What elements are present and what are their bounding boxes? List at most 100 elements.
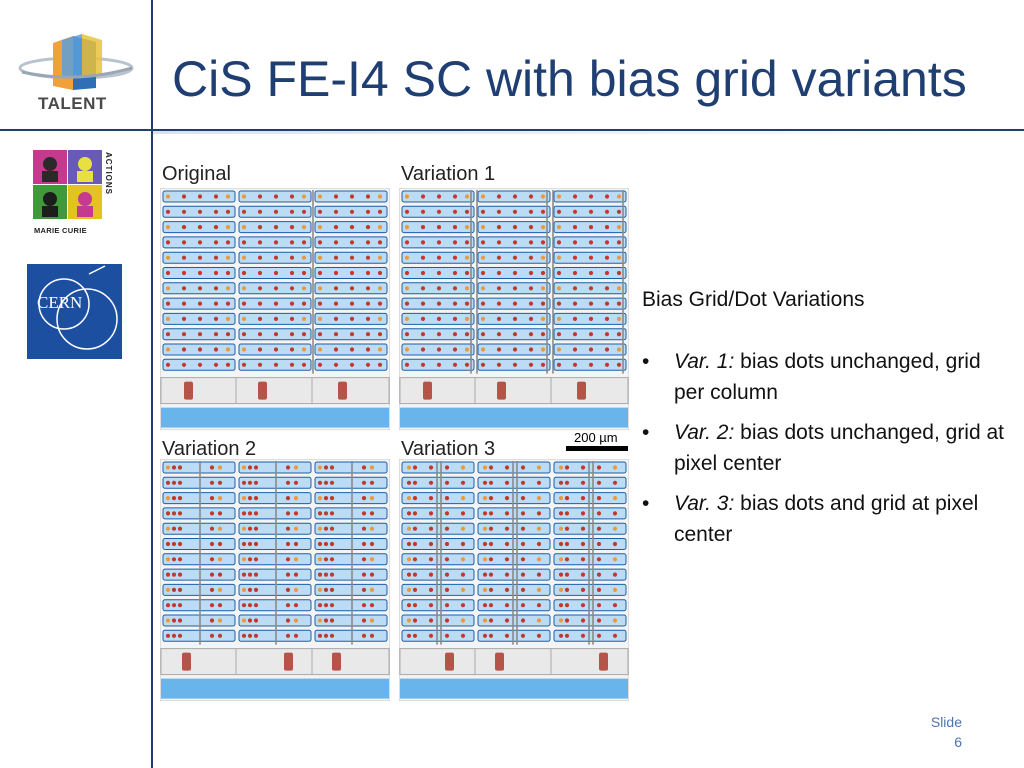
bias-dot [317, 618, 323, 623]
bias-dot [572, 286, 578, 291]
bias-dot [171, 496, 177, 501]
bias-dot [564, 618, 570, 623]
bias-dot [520, 618, 526, 623]
bias-dot [558, 618, 564, 623]
bias-dot [293, 572, 299, 577]
bias-dot [460, 603, 466, 608]
bias-dot [377, 286, 383, 291]
bias-dot [361, 541, 367, 547]
bond-pad-region [160, 377, 390, 405]
bias-dot [572, 255, 578, 260]
bias-dot [317, 511, 323, 516]
bias-dot [177, 480, 183, 485]
bias-dot [512, 240, 518, 245]
bias-dot [428, 496, 434, 501]
pixel-cell [477, 476, 551, 489]
bias-dot [558, 541, 564, 547]
bias-dot [225, 194, 231, 199]
pixel-cell [401, 522, 475, 535]
bias-dot [273, 270, 279, 276]
bias-dot [428, 541, 434, 547]
bias-dot [369, 480, 375, 485]
pixel-cell [238, 476, 312, 489]
bias-dot [488, 496, 494, 501]
bias-dot [612, 587, 618, 592]
bias-dot [247, 511, 253, 516]
bias-dot [257, 209, 263, 214]
bias-dot [247, 480, 253, 485]
bias-dot [528, 301, 534, 306]
bias-dot [504, 541, 510, 547]
bias-dot [444, 496, 450, 501]
bias-dot [217, 587, 223, 592]
bias-dot [412, 557, 418, 562]
bias-dot [444, 557, 450, 562]
bias-dot [496, 362, 502, 367]
bias-dot [247, 557, 253, 562]
bias-dot [540, 270, 546, 276]
bias-dot [480, 194, 486, 199]
pixel-cell [162, 629, 236, 642]
bias-dot [460, 496, 466, 501]
bias-dot [273, 301, 279, 306]
bias-dot [177, 511, 183, 516]
bias-dot [482, 541, 488, 547]
bias-dot [273, 332, 279, 337]
bias-dot [460, 587, 466, 592]
bias-dot [301, 194, 307, 199]
bias-dot [488, 603, 494, 608]
pixel-cell [238, 522, 312, 535]
bias-dot [165, 347, 171, 352]
bias-dot [520, 541, 526, 547]
bias-dot [540, 316, 546, 321]
bias-dot [217, 572, 223, 577]
bias-dot [460, 480, 466, 485]
bias-dot [317, 603, 323, 608]
panel-original [159, 187, 391, 431]
bullet-text: bias dots and grid at pixel center [674, 492, 979, 546]
bias-dot [452, 255, 458, 260]
bias-dot [323, 618, 329, 623]
bias-dot [420, 301, 426, 306]
bias-dot [420, 316, 426, 321]
slide-number: 6 [954, 734, 962, 750]
bias-dot [181, 255, 187, 260]
guard-ring-bar [400, 407, 628, 428]
bias-dot [406, 511, 412, 516]
bias-dot [217, 465, 223, 470]
bias-dot [247, 465, 253, 470]
pixel-cell [238, 553, 312, 566]
bias-dot [580, 526, 586, 531]
talent-logo [18, 34, 134, 90]
bias-dot [480, 255, 486, 260]
bias-dot [317, 480, 323, 485]
bias-dot [253, 633, 259, 638]
bias-dot [361, 557, 367, 562]
bias-dot [504, 480, 510, 485]
bias-dot [404, 194, 410, 199]
bias-dot [217, 541, 223, 547]
bias-dot [171, 511, 177, 516]
bias-dot [257, 362, 263, 367]
bias-dot [464, 240, 470, 245]
bias-dot [406, 541, 412, 547]
sensor-layout-drawing [159, 458, 391, 702]
pixel-cell [314, 583, 388, 596]
bias-dot [361, 511, 367, 516]
bias-dot [536, 541, 542, 547]
bias-dot [612, 465, 618, 470]
bias-dot [253, 557, 259, 562]
bias-dot [329, 496, 335, 501]
bias-dot [257, 316, 263, 321]
bias-dot [349, 286, 355, 291]
bias-dot [301, 362, 307, 367]
bias-dot [556, 270, 562, 276]
bias-dot [540, 255, 546, 260]
bias-dot [612, 511, 618, 516]
bias-dot [464, 332, 470, 337]
bias-dot [436, 362, 442, 367]
bias-dot [349, 362, 355, 367]
bias-dot [496, 270, 502, 276]
bias-dot [482, 557, 488, 562]
pixel-cell [162, 522, 236, 535]
